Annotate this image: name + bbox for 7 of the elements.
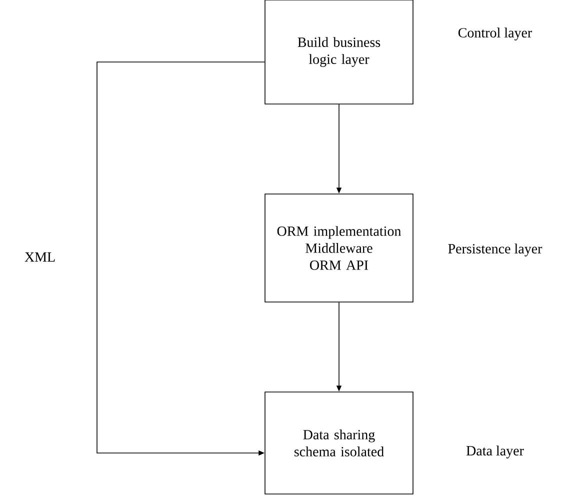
process-box: ORM implementation Middleware ORM API bbox=[264, 194, 414, 302]
edge-label: XML bbox=[24, 252, 55, 262]
process-box: Build business logic layer bbox=[264, 0, 414, 104]
layer-label: Control layer bbox=[458, 28, 532, 40]
process-box: Data sharing schema isolated bbox=[264, 392, 414, 494]
layer-label: Data layer bbox=[466, 446, 524, 458]
layer-label: Persistence layer bbox=[448, 244, 542, 256]
